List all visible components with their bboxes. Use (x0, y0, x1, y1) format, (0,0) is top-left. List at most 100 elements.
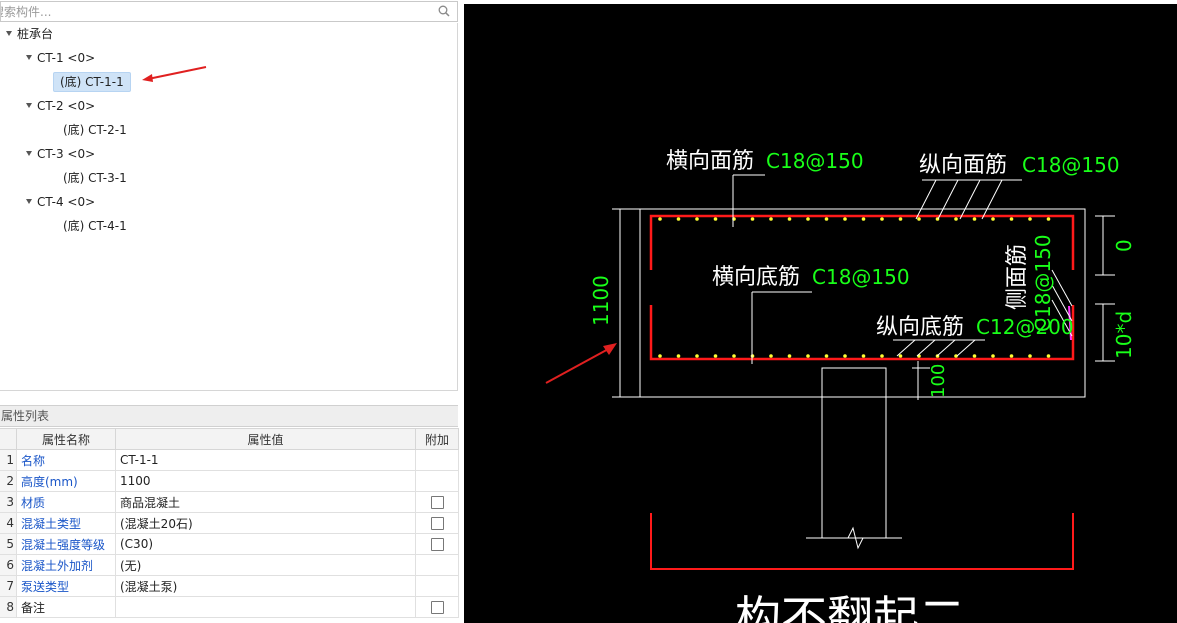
triangle-down-icon[interactable] (26, 55, 32, 60)
tree-leaf-ct3-1[interactable]: (底) CT-3-1 (57, 168, 133, 188)
rebar-dot (1028, 217, 1032, 221)
attach-checkbox[interactable] (430, 517, 444, 530)
prop-name: 高度(mm) (16, 470, 116, 492)
prop-value[interactable]: 商品混凝土 (115, 491, 416, 513)
col-num-header (0, 428, 17, 450)
rebar-dot (824, 217, 829, 221)
rebar-dot (1046, 354, 1051, 358)
table-row[interactable]: 4 混凝土类型 (混凝土20石) (0, 512, 459, 534)
top-trans-value: C18@150 (766, 149, 864, 173)
rebar-dot (972, 354, 977, 358)
rebar-dot (750, 217, 755, 221)
dim-side: 10*d (1112, 311, 1136, 359)
triangle-down-icon[interactable] (26, 151, 32, 156)
rebar-dot (787, 217, 792, 221)
bottom-rebar (649, 305, 1075, 361)
rebar-dot (880, 217, 884, 221)
table-row[interactable]: 7 泵送类型 (混凝土泵) (0, 575, 459, 597)
rebar-dot (806, 354, 810, 358)
triangle-down-icon[interactable] (26, 199, 32, 204)
dim-top: 0 (1112, 239, 1136, 252)
annotation-arrow (142, 66, 207, 82)
table-row[interactable]: 8 备注 (0, 596, 459, 618)
rebar-dot (954, 354, 958, 358)
table-header-row: 属性名称 属性值 附加 (0, 428, 459, 450)
tree-group-label: CT-1 <0> (37, 51, 96, 65)
rebar-dot (861, 217, 866, 221)
prop-name: 混凝土外加剂 (16, 554, 116, 576)
rebar-dot (695, 354, 699, 358)
prop-value[interactable]: (C30) (115, 533, 416, 555)
tree-leaf-label: (底) CT-4-1 (63, 219, 127, 233)
table-row[interactable]: 2 高度(mm) 1100 (0, 470, 459, 492)
panel-splitter[interactable] (459, 0, 464, 623)
rebar-dot (676, 354, 681, 358)
prop-value[interactable]: (无) (115, 554, 416, 576)
table-row[interactable]: 1 名称 CT-1-1 (0, 449, 459, 471)
attach-checkbox[interactable] (430, 538, 444, 551)
rebar-dot (898, 217, 903, 221)
row-number: 5 (0, 533, 17, 555)
row-number: 2 (0, 470, 17, 492)
prop-name: 名称 (16, 449, 116, 471)
prop-name: 材质 (16, 491, 116, 513)
rebar-dot (991, 217, 995, 221)
tree-root[interactable]: 桩承台 (6, 24, 53, 44)
prop-extra (415, 554, 459, 576)
prop-name: 备注 (16, 596, 116, 618)
tree-group-label: CT-4 <0> (37, 195, 96, 209)
attach-checkbox[interactable] (430, 496, 444, 509)
lower-rebar (650, 513, 1074, 570)
dim-bottom: 100 (928, 364, 949, 398)
cad-canvas[interactable]: 横向面筋 C18@150 纵向面筋 C18@150 横向底筋 C18@150 纵… (464, 4, 1177, 623)
table-row[interactable]: 3 材质 商品混凝土 (0, 491, 459, 513)
col-extra-header: 附加 (415, 428, 459, 450)
bottom-rebar-dots (658, 354, 1051, 358)
bottom-caption: 构不翻起二 (735, 591, 965, 623)
tree-leaf-ct2-1[interactable]: (底) CT-2-1 (57, 120, 133, 140)
bot-trans-value: C18@150 (812, 265, 910, 289)
bot-trans-label: 横向底筋 (712, 265, 800, 290)
rebar-dot (861, 354, 866, 358)
triangle-down-icon[interactable] (26, 103, 32, 108)
row-number: 1 (0, 449, 17, 471)
tree-leaf-ct4-1[interactable]: (底) CT-4-1 (57, 216, 133, 236)
prop-extra (415, 449, 459, 471)
search-input[interactable] (1, 2, 431, 21)
prop-value[interactable]: (混凝土20石) (115, 512, 416, 534)
prop-value[interactable]: 1100 (115, 470, 416, 492)
prop-extra (415, 533, 459, 555)
prop-value[interactable]: (混凝土泵) (115, 575, 416, 597)
prop-name: 泵送类型 (16, 575, 116, 597)
prop-value[interactable]: CT-1-1 (115, 449, 416, 471)
table-row[interactable]: 6 混凝土外加剂 (无) (0, 554, 459, 576)
prop-value[interactable] (115, 596, 416, 618)
search-icon[interactable] (438, 5, 450, 17)
component-tree: 桩承台 CT-1 <0> (底) CT-1-1 CT-2 <0> (底) CT-… (0, 23, 458, 391)
search-box (0, 1, 458, 22)
row-number: 3 (0, 491, 17, 513)
tree-group-ct1[interactable]: CT-1 <0> (26, 48, 95, 68)
row-number: 4 (0, 512, 17, 534)
tree-leaf-label: (底) CT-3-1 (63, 171, 127, 185)
tree-group-label: CT-3 <0> (37, 147, 96, 161)
tree-group-ct3[interactable]: CT-3 <0> (26, 144, 95, 164)
prop-extra (415, 575, 459, 597)
triangle-down-icon[interactable] (6, 31, 12, 36)
cad-drawing: 横向面筋 C18@150 纵向面筋 C18@150 横向底筋 C18@150 纵… (545, 149, 1136, 623)
rebar-dot (972, 217, 977, 221)
row-number: 8 (0, 596, 17, 618)
top-trans-label: 横向面筋 (666, 149, 754, 174)
rebar-dot (917, 217, 921, 221)
attach-checkbox[interactable] (430, 601, 444, 614)
rebar-dot (843, 354, 847, 358)
table-row[interactable]: 5 混凝土强度等级 (C30) (0, 533, 459, 555)
top-long-label: 纵向面筋 (919, 153, 1007, 178)
tree-group-ct2[interactable]: CT-2 <0> (26, 96, 95, 116)
prop-name: 混凝土强度等级 (16, 533, 116, 555)
tree-group-ct4[interactable]: CT-4 <0> (26, 192, 95, 212)
rebar-dot (732, 354, 736, 358)
rebar-dot (954, 217, 958, 221)
tree-leaf-ct1-1[interactable]: (底) CT-1-1 (53, 72, 131, 92)
rebar-dot (787, 354, 792, 358)
